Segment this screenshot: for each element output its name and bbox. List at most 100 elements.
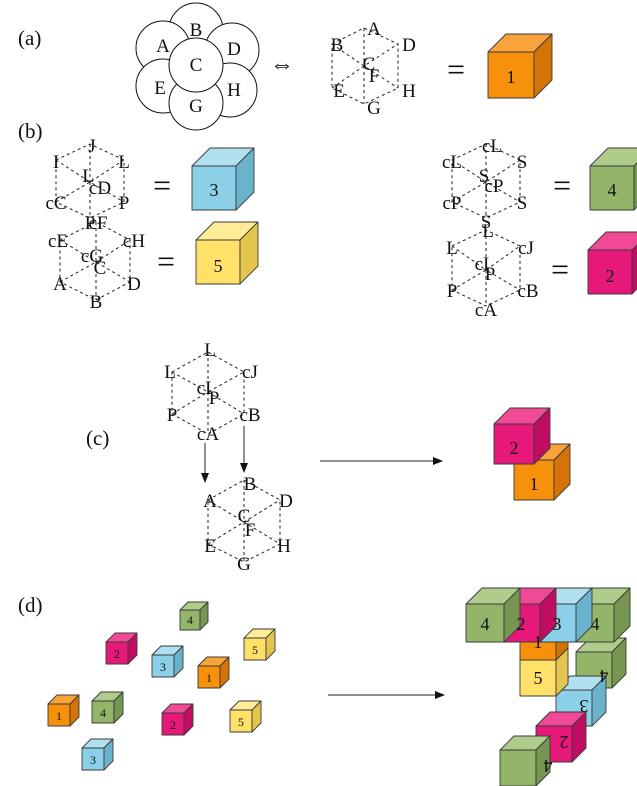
vertex-c: C bbox=[363, 54, 376, 75]
vertex-p: P bbox=[485, 264, 496, 285]
vertex-cb: cB bbox=[239, 405, 260, 426]
circle-label-a: A bbox=[156, 36, 170, 57]
cube-label: 4 bbox=[608, 180, 617, 200]
cube-1-orange-small bbox=[47, 694, 80, 727]
cube-5-yellow-small bbox=[229, 700, 262, 733]
cube-top-face bbox=[589, 147, 637, 167]
vertex-b: A bbox=[367, 19, 381, 40]
vertex-cf: cF bbox=[89, 213, 108, 234]
cube-column-yellow bbox=[519, 647, 569, 697]
cube-side-face bbox=[533, 33, 553, 99]
vertex-s4: S bbox=[481, 212, 492, 233]
cube-side-face bbox=[591, 675, 607, 727]
cube-side-face bbox=[239, 221, 259, 285]
cube-side-face bbox=[539, 587, 557, 643]
circle-label-h: H bbox=[227, 80, 241, 101]
panel-label-a: (a) bbox=[18, 26, 41, 50]
vertex-i: I bbox=[53, 152, 59, 173]
vertex-c: C bbox=[94, 258, 107, 279]
vertex-cg: cG bbox=[81, 246, 103, 267]
cube-3-blue bbox=[191, 147, 255, 211]
cube-side-face bbox=[251, 700, 262, 733]
circle-label-d: D bbox=[227, 39, 241, 60]
cube-3-blue-small bbox=[81, 738, 114, 771]
cube-4-green-small bbox=[179, 601, 209, 631]
vertex-l: L bbox=[482, 221, 494, 242]
vertex-ci: cI bbox=[475, 254, 490, 275]
cube-side-face bbox=[69, 694, 80, 727]
cube-label: 2 bbox=[606, 266, 615, 286]
cube-label: 2 bbox=[510, 438, 519, 458]
cube-label: 2 bbox=[170, 718, 176, 732]
vertex-f: F bbox=[369, 66, 380, 87]
equals-sign: = bbox=[447, 51, 465, 87]
vertex-cb: cB bbox=[517, 281, 538, 302]
vertex-cube-b1: J I L L cD cC P P bbox=[45, 136, 129, 234]
circle-label-e: E bbox=[154, 78, 166, 99]
cube-label: 1 bbox=[530, 474, 539, 494]
cube-side-face bbox=[235, 147, 255, 211]
cube-side-face bbox=[571, 711, 587, 763]
vertex-b: B bbox=[90, 292, 103, 313]
panel-label-b: (b) bbox=[18, 119, 43, 143]
vertex-ch: cH bbox=[123, 231, 145, 252]
cube-side-face bbox=[265, 628, 276, 661]
cube-label: 3 bbox=[90, 753, 96, 767]
cube-label: 3 bbox=[210, 180, 219, 200]
cube-label: 2 bbox=[114, 647, 120, 661]
cube-side-face bbox=[575, 587, 593, 643]
cube-label-rotated: 4 bbox=[544, 756, 553, 776]
circle-label-c: C bbox=[190, 55, 203, 76]
cube-side-face bbox=[633, 162, 637, 211]
cube-stack-c bbox=[493, 407, 571, 501]
cube-side-face bbox=[613, 587, 631, 643]
cube-label: 2 bbox=[517, 614, 526, 634]
vertex-p: P bbox=[209, 388, 220, 409]
cube-label: 1 bbox=[534, 632, 543, 652]
vertex-p2: P bbox=[85, 213, 96, 234]
cube-side-face bbox=[535, 735, 551, 786]
cube-4-green bbox=[589, 147, 637, 211]
cube-label: 4 bbox=[100, 706, 106, 720]
cube-row-green-4b bbox=[465, 587, 521, 643]
equals-sign: = bbox=[153, 167, 171, 203]
cube-label: 3 bbox=[160, 660, 166, 674]
cube-label: 5 bbox=[534, 668, 543, 688]
vertex-cj: cJ bbox=[518, 238, 534, 259]
vertex-cube-b4: L L cJ cI P P cA cB bbox=[446, 221, 538, 321]
vertex-s2: S bbox=[517, 193, 528, 214]
cube-2-magenta-small bbox=[105, 632, 138, 665]
vertex-a: A bbox=[53, 274, 67, 295]
vertex-b: B bbox=[244, 474, 257, 495]
circle-label-b: B bbox=[190, 20, 203, 41]
equals-sign: = bbox=[553, 167, 571, 203]
cube-5-yellow bbox=[195, 221, 259, 285]
vertex-l2: L bbox=[164, 362, 176, 383]
cube-label-rotated: 3 bbox=[580, 696, 589, 716]
cube-3-blue-small bbox=[151, 645, 184, 678]
vertex-g: G bbox=[367, 98, 381, 119]
vertex-f: F bbox=[245, 520, 256, 541]
vertex-cube-c-bottom: B A D C F E G H bbox=[203, 474, 293, 575]
vertex-h: H bbox=[277, 536, 291, 557]
cube-side-face bbox=[103, 738, 114, 771]
cube-2-magenta bbox=[587, 231, 637, 295]
vertex-g: G bbox=[237, 554, 251, 575]
vertex-s3: S bbox=[479, 166, 490, 187]
cube-label: 1 bbox=[507, 67, 516, 87]
vertex-l2: L bbox=[446, 238, 458, 259]
cube-top-face bbox=[587, 231, 637, 251]
cube-1-orange bbox=[487, 33, 553, 99]
vertex-cp: cP bbox=[485, 176, 504, 197]
panel-label-d: (d) bbox=[18, 593, 43, 617]
panel-label-c: (c) bbox=[86, 426, 109, 450]
cube-1-orange-small bbox=[197, 656, 230, 689]
vertex-cl: cL bbox=[482, 136, 502, 157]
vertex-l: L bbox=[118, 152, 130, 173]
cube-side-face bbox=[553, 443, 571, 501]
assembled-structure bbox=[465, 587, 631, 786]
cube-label: 3 bbox=[553, 614, 562, 634]
vertex-cube-c-top: L L cJ cI P P cA cB bbox=[164, 340, 260, 445]
vertex-c: C bbox=[238, 506, 251, 527]
